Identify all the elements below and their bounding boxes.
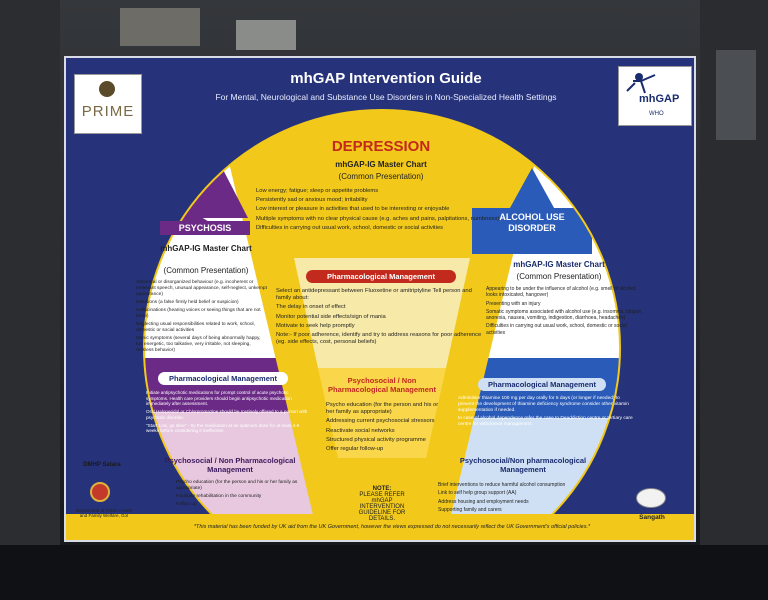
list-item: Neglecting usual responsibilities relate…: [136, 321, 255, 333]
psychosis-presentation-list: Abnormal or disorganized behaviour (e.g.…: [136, 280, 268, 356]
psychosis-psycho-label: Psychosocial / Non Pharmacological Manag…: [164, 456, 296, 474]
list-item: Reactivate social networks: [326, 427, 395, 434]
list-item: Structured physical activity programme: [326, 436, 426, 443]
list-item: Persistently sad or anxious mood; irrita…: [256, 197, 368, 204]
list-item: Hallucinations (hearing voices or seeing…: [136, 307, 261, 319]
list-item: Multiple symptoms with no clear physical…: [256, 215, 500, 222]
alcohol-presentation-list: Appearing to be under the influence of a…: [486, 286, 646, 338]
psychosis-chart-title: mhGAP-IG Master Chart: [160, 244, 252, 253]
list-item: Presenting with an injury: [486, 300, 541, 307]
depression-pharm-list: Select an antidepressant between Fluoxet…: [276, 288, 486, 349]
alcohol-psycho-label: Psychosocial/Non pharmacological Managem…: [459, 456, 587, 474]
poster-title: mhGAP Intervention Guide: [290, 70, 482, 87]
psychosis-pharm-label: Pharmacological Management: [158, 372, 288, 385]
list-item: Oral Haloperidol or Chlorpromazine shoul…: [146, 409, 308, 420]
poster-subtitle: For Mental, Neurological and Substance U…: [215, 92, 557, 102]
list-item: Psycho education (for the person and his…: [326, 402, 439, 416]
mhgap-poster: PRIME mhGAP WHO mhGAP Intervention Guide…: [64, 56, 696, 542]
alcohol-title: ALCOHOL USE DISORDER: [499, 212, 565, 234]
list-item: Monitor potential side effects/sign of m…: [276, 313, 386, 320]
list-item: Low energy; fatigue; sleep or appetite p…: [256, 188, 379, 194]
depression-psycho-label: Psychosocial / Non Pharmacological Manag…: [328, 376, 436, 394]
list-item: Initiate antipsychotic medications for p…: [146, 390, 292, 407]
psychosis-pharm-list: Initiate antipsychotic medications for p…: [146, 390, 311, 436]
depression-title: DEPRESSION: [331, 138, 431, 155]
psychosis-psycho-list: Psycho education (for the person and his…: [176, 480, 316, 510]
list-item: Abnormal or disorganized behaviour (e.g.…: [136, 280, 267, 297]
list-item: Delusions (a false firmly held belief or…: [136, 299, 239, 305]
mhgap-logo: mhGAP WHO: [618, 66, 692, 126]
list-item: Appearing to be under the influence of a…: [486, 286, 637, 299]
depression-chart-subtitle: (Common Presentation): [338, 172, 424, 181]
prime-logo: PRIME: [74, 74, 142, 134]
list-item: Psycho education (for the person and his…: [176, 480, 298, 491]
list-item: Motivate to seek help promptly: [276, 322, 355, 329]
depression-psycho-list: Psycho education (for the person and his…: [326, 402, 446, 455]
list-item: Address housing and employment needs: [438, 498, 529, 505]
list-item: In case of alcohol dependence refer the …: [458, 415, 633, 427]
list-item: Brief interventions to reduce harmful al…: [438, 482, 566, 488]
list-item: Offer regular follow-up: [326, 446, 384, 453]
pharm-note: Note:- If poor adherence, identify and t…: [276, 332, 482, 346]
psychosis-triangle: [184, 156, 248, 218]
government-seal-icon: [90, 482, 110, 502]
psychosis-chart-subtitle: (Common Presentation): [163, 266, 249, 275]
dmhp-label: DMHP Satara: [83, 462, 121, 468]
list-item: Link to self help group support (AA): [438, 490, 517, 497]
psychosis-title: PSYCHOSIS: [160, 221, 250, 235]
list-item: Low interest or pleasure in activities t…: [256, 206, 450, 213]
list-item: Manic symptoms (several days of being ab…: [136, 335, 261, 353]
list-item: Difficulties in carrying out usual work,…: [486, 323, 627, 336]
note-box: NOTE: PLEASE REFER mhGAP INTERVENTION GU…: [358, 486, 406, 522]
list-item: Addressing current psychosocial stressor…: [326, 418, 435, 425]
list-item: Somatic symptoms associated with alcohol…: [486, 308, 643, 321]
list-item: "Start Low, go slow" - try the medicatio…: [146, 422, 300, 434]
department-label: Department of Public Health and Family W…: [75, 508, 133, 518]
sangath-label: Sangath: [639, 514, 665, 521]
list-item: Difficulties in carrying out usual work,…: [256, 224, 444, 231]
alcohol-pharm-label: Pharmacological Management: [478, 378, 606, 391]
list-item: Follow up: [176, 501, 197, 507]
alcohol-chart-subtitle: (Common Presentation): [516, 272, 602, 281]
list-item: Supporting family and carers: [438, 506, 502, 513]
list-item: Administer thiamine 100 mg per day orall…: [458, 396, 629, 413]
depression-presentation-list: Low energy; fatigue; sleep or appetite p…: [256, 188, 506, 234]
funding-footnote: *This material has been funded by UK aid…: [193, 524, 591, 530]
footer-band: [66, 514, 694, 540]
list-item: The delay in onset of effect: [276, 304, 346, 311]
alcohol-psycho-list: Brief interventions to reduce harmful al…: [438, 482, 618, 515]
list-item: Facilitate rehabilitation in the communi…: [176, 493, 262, 499]
alcohol-chart-title: mhGAP-IG Master Chart: [513, 260, 605, 269]
sangath-logo-icon: [636, 488, 666, 508]
depression-pharm-label: Pharmacological Management: [306, 270, 456, 283]
depression-chart-title: mhGAP-IG Master Chart: [335, 160, 427, 169]
alcohol-pharm-list: Administer thiamine 100 mg per day orall…: [458, 396, 636, 430]
